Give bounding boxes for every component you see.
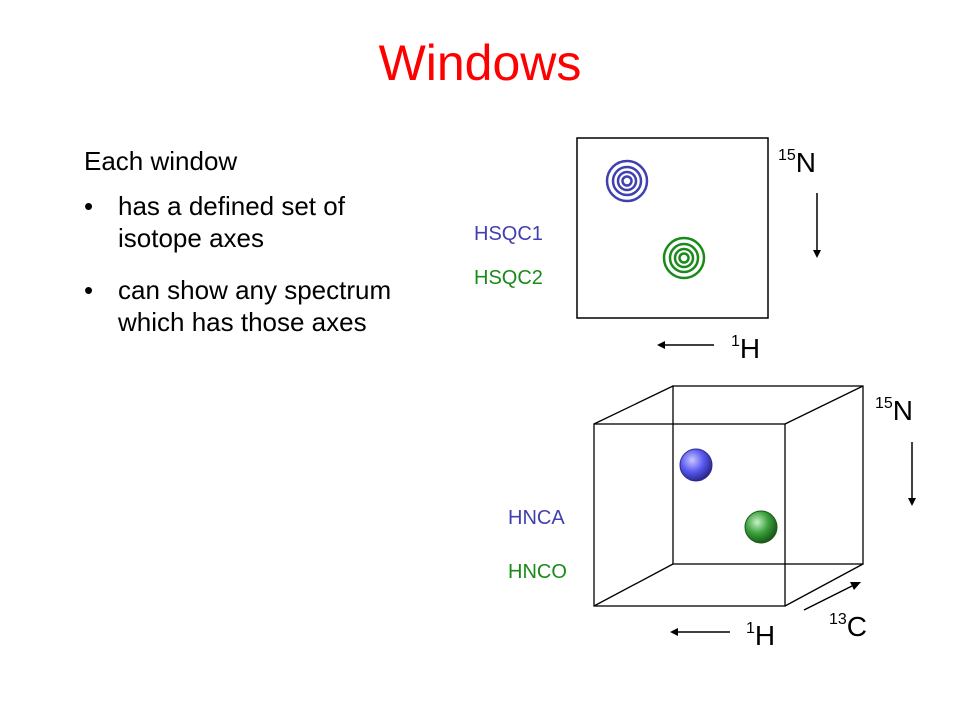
bullet-text: can show any spectrum which has those ax… [118, 275, 392, 337]
slide-title: Windows [378, 35, 582, 91]
hnca-peak [679, 448, 713, 482]
hsqc2-label: HSQC2 [474, 267, 543, 289]
axis-label-15n: 15N [778, 147, 816, 178]
window-2d-frame [576, 137, 769, 319]
axis-label-1h-3d: 1H [746, 620, 775, 651]
hsqc1-peak [605, 159, 649, 203]
isotope-element: N [796, 147, 816, 178]
c13-axis-arrow [803, 582, 861, 611]
bullet-dot: • [84, 275, 94, 305]
isotope-mass: 15 [875, 395, 893, 412]
hnco-peak [744, 510, 778, 544]
axis-label-1h: 1H [731, 333, 760, 364]
bullet-list: • has a defined set of isotope axes • ca… [84, 190, 424, 358]
isotope-mass: 1 [746, 620, 755, 637]
isotope-mass: 1 [731, 333, 740, 350]
window-2d: HSQC1 HSQC2 15N 1H [474, 137, 821, 364]
isotope-element: H [755, 620, 775, 651]
cube-front-face [593, 423, 786, 607]
isotope-mass: 13 [829, 611, 847, 628]
h1-axis-arrow-3d [670, 628, 730, 636]
n15-axis-arrow-3d [908, 442, 916, 506]
bullet-text: has a defined set of isotope axes [118, 191, 345, 253]
cube-edges [593, 385, 864, 607]
isotope-element: C [847, 611, 867, 642]
bullet-item: • can show any spectrum which has those … [84, 274, 424, 338]
isotope-element: H [740, 333, 760, 364]
n15-axis-arrow [813, 193, 821, 258]
hsqc1-label: HSQC1 [474, 223, 543, 245]
intro-text: Each window [84, 146, 238, 176]
isotope-mass: 15 [778, 147, 796, 164]
axis-label-13c: 13C [829, 611, 867, 642]
h1-axis-arrow [657, 341, 714, 349]
isotope-element: N [893, 395, 913, 426]
cube-back-face [672, 385, 864, 565]
hnca-label: HNCA [508, 507, 565, 529]
axis-label-15n-3d: 15N [875, 395, 913, 426]
bullet-item: • has a defined set of isotope axes [84, 190, 424, 254]
bullet-dot: • [84, 191, 94, 221]
hnco-label: HNCO [508, 561, 567, 583]
window-3d: HNCA HNCO 15N 1H 13C [508, 385, 916, 651]
hsqc2-peak [662, 236, 706, 280]
